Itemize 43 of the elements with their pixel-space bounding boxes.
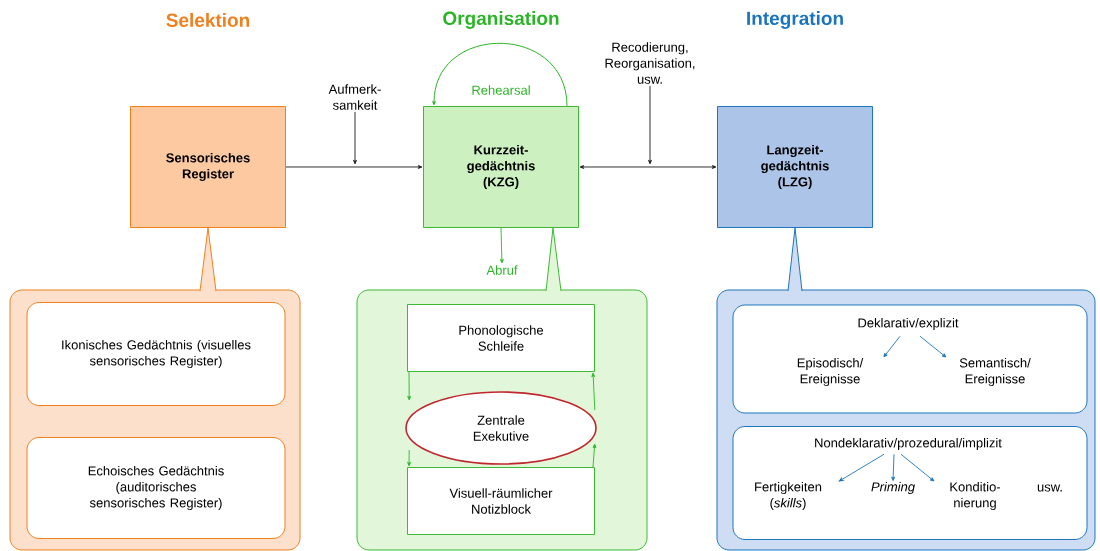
process-box: Phonologische Schleife [407, 304, 595, 372]
process-box: Visuell-räumlicher Notizblock [407, 467, 595, 535]
annotation-text: Recodierung, Reorganisation, usw. [605, 42, 695, 84]
memory-box: Sensorisches Register [130, 106, 286, 228]
column-heading: Selektion [166, 13, 250, 27]
arrow [838, 453, 885, 482]
annotation-text: Fertigkeiten (skills) [755, 481, 822, 511]
arrow [579, 165, 717, 169]
annotation-text: Semantisch/ Ereignisse [959, 357, 1031, 387]
annotation-text: usw. [1037, 484, 1062, 492]
arrow [891, 453, 896, 481]
arrow [407, 449, 411, 467]
memory-box: Kurzzeit- gedächtnis (KZG) [423, 106, 579, 228]
column-heading: Integration [747, 11, 843, 29]
annotation-text: Abruf [486, 265, 518, 275]
memory-box: Langzeit- gedächtnis (LZG) [717, 106, 873, 228]
annotation-text: Nondeklarativ/prozedural/implizit [815, 437, 1002, 451]
rounded-box [732, 304, 1088, 414]
callout-pointer [199, 227, 217, 292]
arrow [285, 165, 423, 169]
annotation-text: Konditio- nierung [950, 481, 1001, 511]
arrow [919, 335, 947, 358]
edge-label: Rehearsal [470, 84, 532, 96]
annotation-text: Aufmerk- samkeit [328, 84, 381, 110]
column-heading: Organisation [443, 11, 559, 29]
ellipse-node: Zentrale Exekutive [405, 391, 597, 465]
annotation-text: Deklarativ/explizit [858, 317, 959, 331]
rounded-box [732, 426, 1088, 540]
callout-pointer [545, 227, 562, 292]
arrow [592, 443, 597, 468]
annotation-text: Priming [871, 481, 915, 495]
arrow [407, 371, 412, 401]
annotation-text: Episodisch/ Ereignisse [797, 357, 864, 387]
arrow [883, 335, 901, 358]
arrow [499, 227, 504, 264]
rounded-box: Echoisches Gedächtnis (auditorisches sensorisches Register) [26, 437, 286, 539]
callout-pointer [787, 227, 803, 292]
arrow [900, 453, 935, 482]
arrow [591, 372, 596, 411]
rounded-box: Ikonisches Gedächtnis (visuelles sensorisches Register) [26, 302, 286, 406]
arrow [648, 85, 652, 165]
loop-arrow [432, 42, 568, 107]
arrow [353, 111, 357, 165]
